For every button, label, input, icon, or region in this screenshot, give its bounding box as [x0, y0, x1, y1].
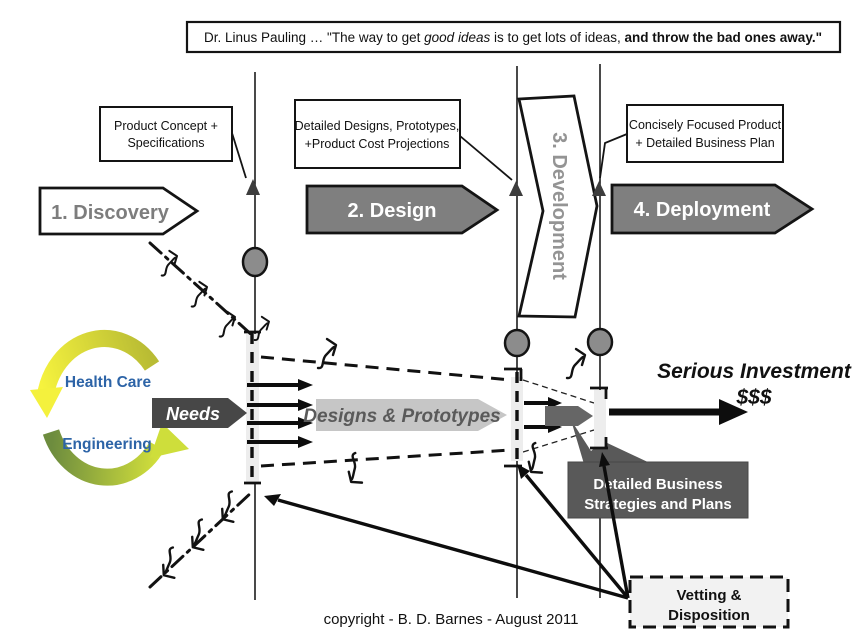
- phase-development-shape: [517, 94, 599, 319]
- sketch-arrow: [213, 490, 243, 527]
- serious-investment-label: Serious Investment$$$: [657, 360, 852, 409]
- phase-development-label: 3. Development: [548, 132, 570, 280]
- sketch-arrow: [565, 347, 587, 380]
- callout-arrowhead-2: [509, 181, 523, 196]
- funnel-bottom-line: [260, 448, 512, 468]
- vetting-box: [628, 575, 790, 629]
- phase-deployment-arrow: [610, 183, 815, 235]
- business-box-wedge: [571, 420, 652, 464]
- gate-circle-1: [241, 246, 269, 278]
- cycle-arc-top: [36, 330, 160, 400]
- gate1-output-arrows: [247, 379, 313, 448]
- investment-arrow-head: [719, 399, 748, 425]
- gate-circle-3: [586, 327, 614, 357]
- sketch-arrow: [338, 451, 371, 489]
- phase-deployment-label: 4. Deployment: [634, 199, 771, 221]
- engineering-label: Engineering: [62, 436, 152, 453]
- quote-box: [185, 20, 842, 54]
- phase-discovery-arrow: [38, 186, 200, 236]
- phase-design-label: 2. Design: [348, 200, 437, 222]
- gate-bar-3: [594, 390, 606, 448]
- health-care-label: Health Care: [65, 374, 152, 391]
- callout-arrowhead-1: [246, 179, 260, 195]
- quote-text: Dr. Linus Pauling … "The way to get good…: [204, 30, 822, 45]
- callout-product-concept-text: Product Concept +Specifications: [114, 119, 218, 150]
- sketch-arrow: [218, 310, 237, 338]
- callout-focused-product-text: Concisely Focused Product+ Detailed Busi…: [629, 118, 782, 150]
- callout-arrowhead-3: [592, 181, 606, 196]
- cycle-arc-bottom: [42, 429, 165, 486]
- designs-prototypes-arrow: [316, 399, 507, 431]
- funnel2-bottom-line: [522, 429, 595, 453]
- vetting-box-text: Vetting &Disposition: [668, 587, 750, 624]
- copyright-text: copyright - B. D. Barnes - August 2011: [324, 611, 579, 628]
- sketch-arrow: [160, 249, 179, 277]
- cycle-arrowhead-left: [30, 387, 63, 418]
- gate-bar-1: [246, 334, 259, 482]
- callout-product-concept: [99, 106, 233, 162]
- phase-design-arrow: [305, 184, 500, 235]
- business-box: [567, 461, 749, 519]
- phase-discovery-label: 1. Discovery: [51, 202, 170, 224]
- callout-detailed-designs: [294, 99, 461, 169]
- idea-stream-top: [148, 241, 255, 338]
- funnel2-top-line: [522, 379, 595, 404]
- refined-product-arrow: [545, 406, 593, 426]
- funnel-top-line: [260, 355, 512, 382]
- vetting-arrows: [264, 452, 630, 600]
- callout-detailed-designs-text: Detailed Designs, Prototypes,+Product Co…: [295, 119, 460, 151]
- designs-prototypes-label: Designs & Prototypes: [303, 406, 500, 427]
- needs-label: Needs: [166, 404, 220, 424]
- needs-arrow: [152, 398, 247, 428]
- sketch-arrow: [183, 518, 213, 555]
- callout-pointer-3: [599, 133, 628, 179]
- callout-pointer-1: [231, 132, 247, 179]
- callout-focused-product: [626, 104, 784, 163]
- gate-circle-2: [503, 328, 531, 358]
- cycle-arrowhead-right: [150, 423, 189, 458]
- callout-pointer-2: [459, 135, 513, 181]
